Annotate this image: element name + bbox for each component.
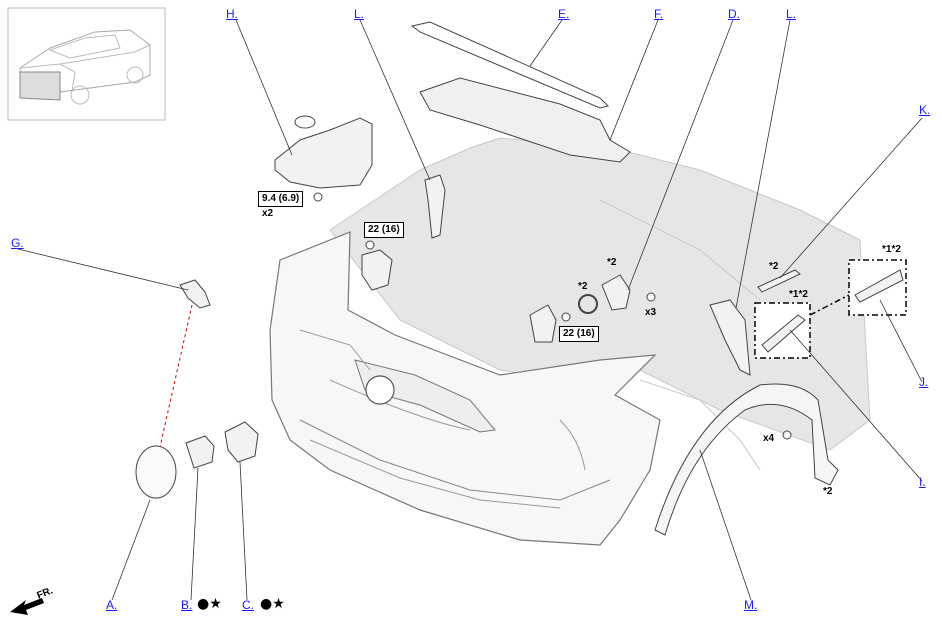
leader-lines [17,19,923,601]
torque-spec-center: 22 (16) [559,326,599,342]
callout-b[interactable]: B. [181,598,193,612]
callout-m[interactable]: M. [744,598,758,612]
note-12-j: *1*2 [882,244,901,255]
part-k-trim-strip [757,269,801,293]
front-direction-arrow-icon [10,598,44,615]
part-i-emblem-box [754,294,850,359]
note-2-bracket: *2 [607,257,617,268]
callout-j[interactable]: J. [919,375,929,389]
callout-g[interactable]: G. [11,236,24,250]
part-m-fender-liner [654,383,839,536]
center-latch-bracket [529,304,557,343]
part-c-bracket [224,421,259,463]
callout-a[interactable]: A. [106,598,118,612]
part-l-side-panel [709,299,751,376]
callout-f[interactable]: F. [654,7,664,21]
left-latch-bracket [361,249,393,291]
callout-l-right[interactable]: L. [786,7,797,21]
torque-spec-left: 22 (16) [364,222,404,238]
vehicle-body-outline [269,137,871,546]
part-g-sensor [179,279,211,309]
part-d-bracket [365,240,656,322]
qty-d: x3 [645,307,657,318]
qty-m: x4 [763,433,775,444]
part-h-washer-reservoir [274,115,373,202]
note-2-k: *2 [769,261,779,272]
part-a-round-cover [135,445,177,499]
callout-e[interactable]: E. [558,7,570,21]
dashed-installation-leader [159,304,193,448]
callout-c[interactable]: C. [242,598,254,612]
symbol-b: ●★ [197,596,222,612]
callout-d[interactable]: D. [728,7,740,21]
note-2-m: *2 [823,486,833,497]
callout-h[interactable]: H. [226,7,238,21]
part-f-cowl-cover [419,77,631,163]
part-j-emblem-box [848,259,907,316]
callout-l-left[interactable]: L. [354,7,365,21]
qty-h: x2 [262,208,274,219]
part-l-left-bracket [424,174,446,239]
vehicle-thumbnail [7,7,166,121]
torque-spec-h: 9.4 (6.9) [258,191,304,207]
symbol-c: ●★ [260,596,285,612]
callout-k[interactable]: K. [919,103,931,117]
note-12-i: *1*2 [789,289,808,300]
part-b-module [185,435,215,469]
note-2-washer: *2 [578,281,588,292]
part-e-cowl-strip [410,21,609,109]
callout-i[interactable]: I. [919,475,926,489]
